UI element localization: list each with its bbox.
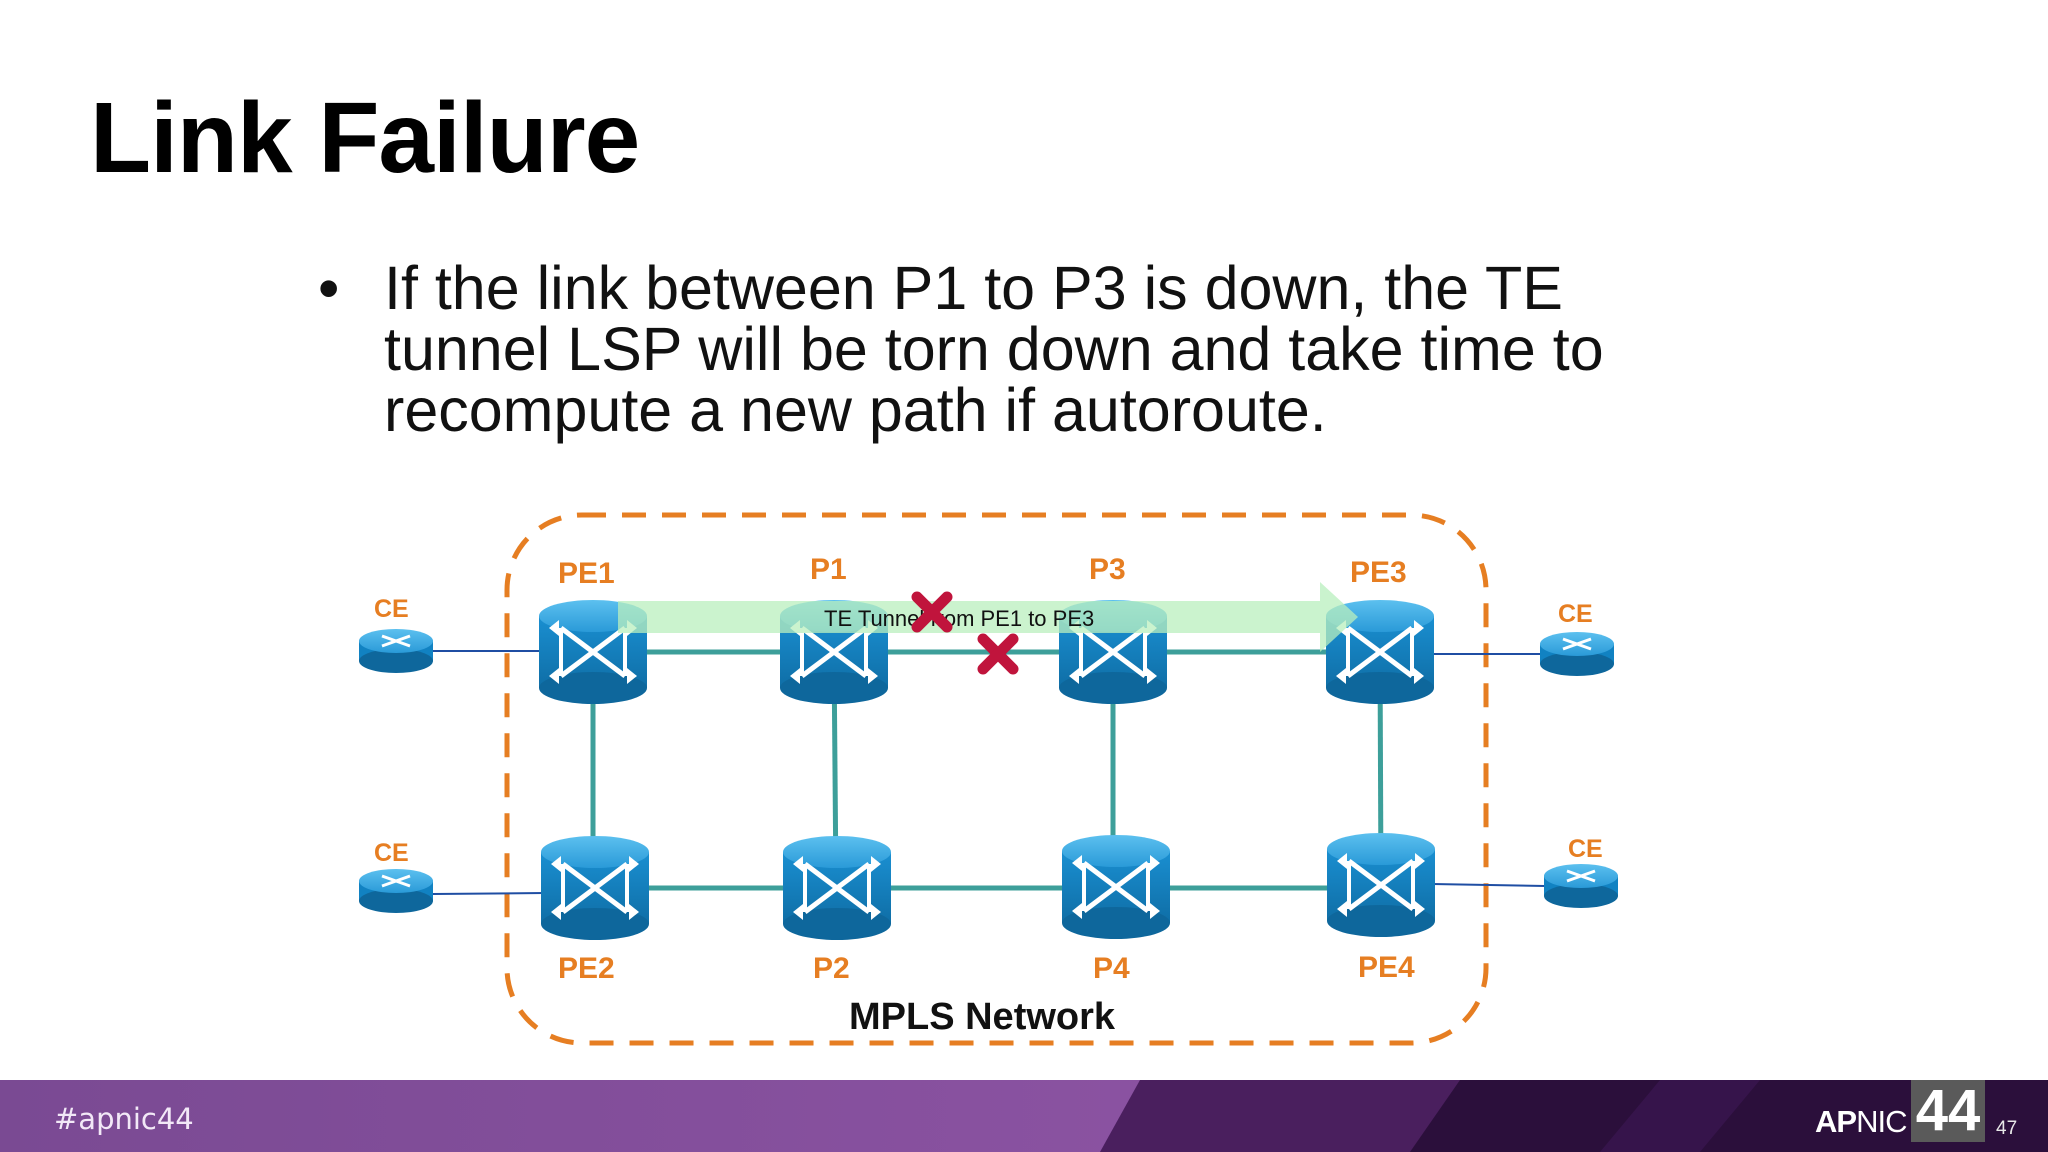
ce-label-top-left: CE	[374, 595, 409, 623]
label-p3: P3	[1089, 553, 1126, 586]
footer-hashtag: #apnic44	[54, 1102, 194, 1136]
router-p2	[783, 836, 891, 940]
link-failure-mark-2	[977, 633, 1019, 675]
label-p4: P4	[1093, 952, 1130, 985]
apnic-logo-text: APNIC	[1815, 1104, 1907, 1140]
ce-router-bottom-right	[1544, 864, 1618, 908]
te-tunnel-arrow	[618, 582, 1358, 652]
mpls-boundary	[504, 512, 1489, 1046]
link-pe4-ce	[1431, 883, 1546, 887]
label-pe4: PE4	[1358, 951, 1415, 984]
label-pe1: PE1	[558, 557, 615, 590]
label-pe2: PE2	[558, 952, 615, 985]
ce-label-bottom-right: CE	[1568, 835, 1603, 863]
ce-label-top-right: CE	[1558, 600, 1593, 628]
link-ce-pe2	[432, 892, 546, 895]
ce-links	[432, 650, 1546, 895]
ce-router-top-left	[359, 629, 433, 673]
router-p4	[1062, 835, 1170, 939]
label-p1: P1	[810, 553, 847, 586]
slide-title: Link Failure	[90, 82, 640, 194]
brand-nic: NIC	[1856, 1104, 1907, 1139]
router-pe2	[541, 836, 649, 940]
mpls-network-label: MPLS Network	[849, 996, 1116, 1038]
label-p2: P2	[813, 952, 850, 985]
slide-number: 47	[1996, 1118, 2018, 1139]
label-pe3: PE3	[1350, 556, 1407, 589]
footer-bar	[0, 1080, 2048, 1152]
link-failure-mark-1	[911, 591, 953, 633]
ce-router-bottom-left	[359, 869, 433, 913]
ce-label-bottom-left: CE	[374, 839, 409, 867]
bullet-text: If the link between P1 to P3 is down, th…	[384, 254, 1604, 444]
te-tunnel-label: TE Tunnel from PE1 to PE3	[824, 606, 1094, 631]
apnic-logo-number: 44	[1911, 1080, 1985, 1142]
network-links	[590, 649, 1384, 891]
ce-router-top-right	[1540, 632, 1614, 676]
bullet-marker: •	[318, 254, 340, 322]
router-pe4	[1327, 833, 1435, 937]
router-pe1	[539, 600, 647, 704]
brand-ap: AP	[1815, 1104, 1857, 1139]
